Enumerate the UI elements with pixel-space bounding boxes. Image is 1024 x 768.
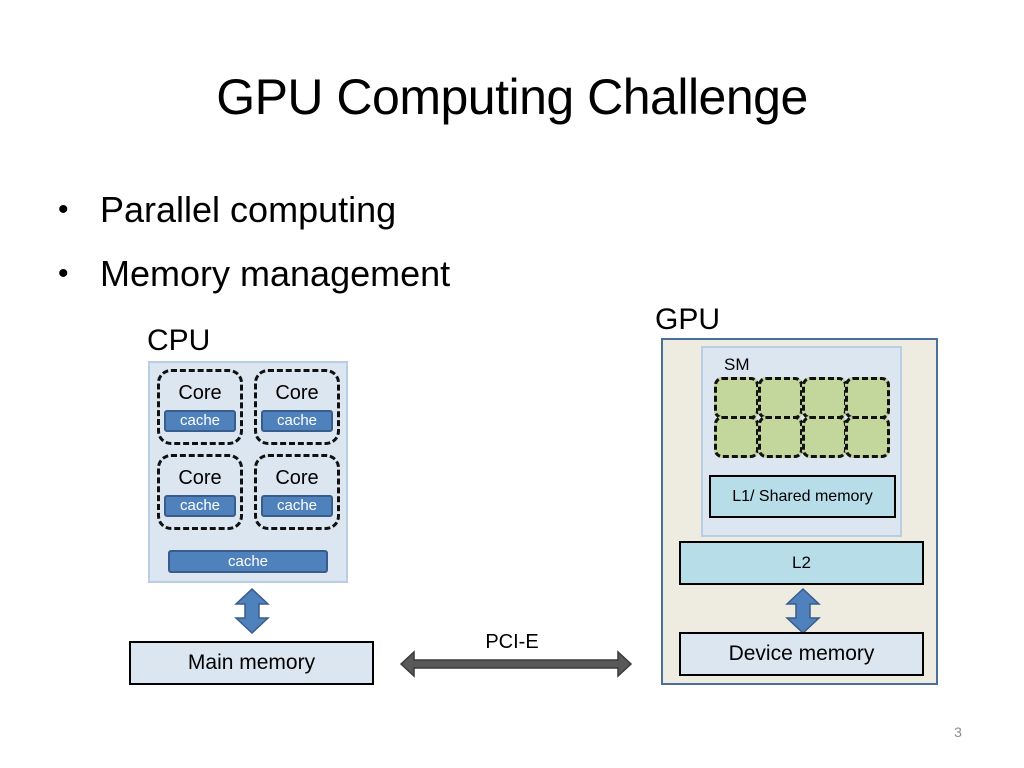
page-number: 3	[954, 724, 962, 740]
core-label: Core	[275, 382, 319, 404]
l2-cache-box: L2	[679, 541, 924, 585]
bullet-icon: •	[58, 257, 69, 290]
core-label: Core	[275, 467, 319, 489]
core-cache: cache	[164, 495, 236, 517]
cpu-block	[148, 361, 348, 583]
bullet-item: • Memory management	[58, 254, 450, 318]
device-memory-box: Device memory	[679, 632, 924, 676]
cpu-core: Core cache	[157, 369, 243, 445]
sm-core-cell	[845, 416, 890, 458]
l1-shared-memory-box: L1/ Shared memory	[709, 475, 896, 518]
core-label: Core	[178, 382, 222, 404]
core-cache: cache	[261, 495, 333, 517]
bullet-item: • Parallel computing	[58, 190, 450, 254]
cpu-core: Core cache	[254, 369, 340, 445]
cpu-core: Core cache	[254, 454, 340, 530]
sm-core-cell	[802, 416, 847, 458]
bullet-text: Memory management	[100, 253, 451, 294]
bullet-icon: •	[58, 193, 69, 226]
bullet-text: Parallel computing	[100, 189, 397, 230]
cpu-label: CPU	[147, 324, 211, 357]
pcie-arrow-icon	[399, 650, 633, 678]
sm-core-cell	[758, 416, 803, 458]
sm-core-cell	[758, 377, 803, 419]
sm-core-cell	[845, 377, 890, 419]
sm-core-cell	[714, 416, 759, 458]
sm-core-cell	[802, 377, 847, 419]
sm-core-grid	[714, 377, 890, 459]
main-memory-box: Main memory	[129, 641, 374, 685]
core-cache: cache	[261, 410, 333, 432]
sm-core-cell	[714, 377, 759, 419]
core-label: Core	[178, 467, 222, 489]
gpu-label: GPU	[655, 303, 721, 336]
gpu-memory-arrow-icon	[785, 588, 821, 634]
core-cache: cache	[164, 410, 236, 432]
sm-label: SM	[724, 355, 750, 374]
slide-title: GPU Computing Challenge	[216, 69, 808, 125]
cpu-shared-cache: cache	[168, 550, 328, 573]
bullet-list: • Parallel computing • Memory management	[58, 190, 450, 318]
cpu-memory-arrow-icon	[234, 588, 270, 634]
cpu-core: Core cache	[157, 454, 243, 530]
pcie-label: PCI-E	[485, 631, 539, 653]
